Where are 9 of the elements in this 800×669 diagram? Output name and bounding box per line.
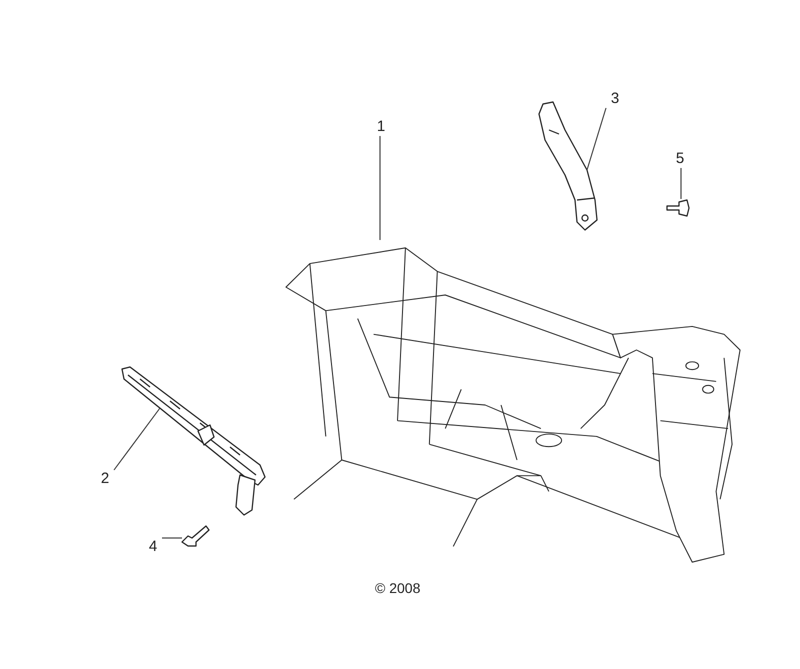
- callout-number: 3: [606, 90, 624, 108]
- callout-number: 2: [96, 470, 114, 488]
- leader-line: [114, 408, 160, 470]
- callout-number: 5: [671, 150, 689, 168]
- leader-line: [586, 108, 606, 170]
- copyright-note: © 2008: [375, 580, 420, 596]
- callout-number: 4: [144, 538, 162, 556]
- callout-number: 1: [372, 118, 390, 136]
- leader-line: [680, 168, 682, 200]
